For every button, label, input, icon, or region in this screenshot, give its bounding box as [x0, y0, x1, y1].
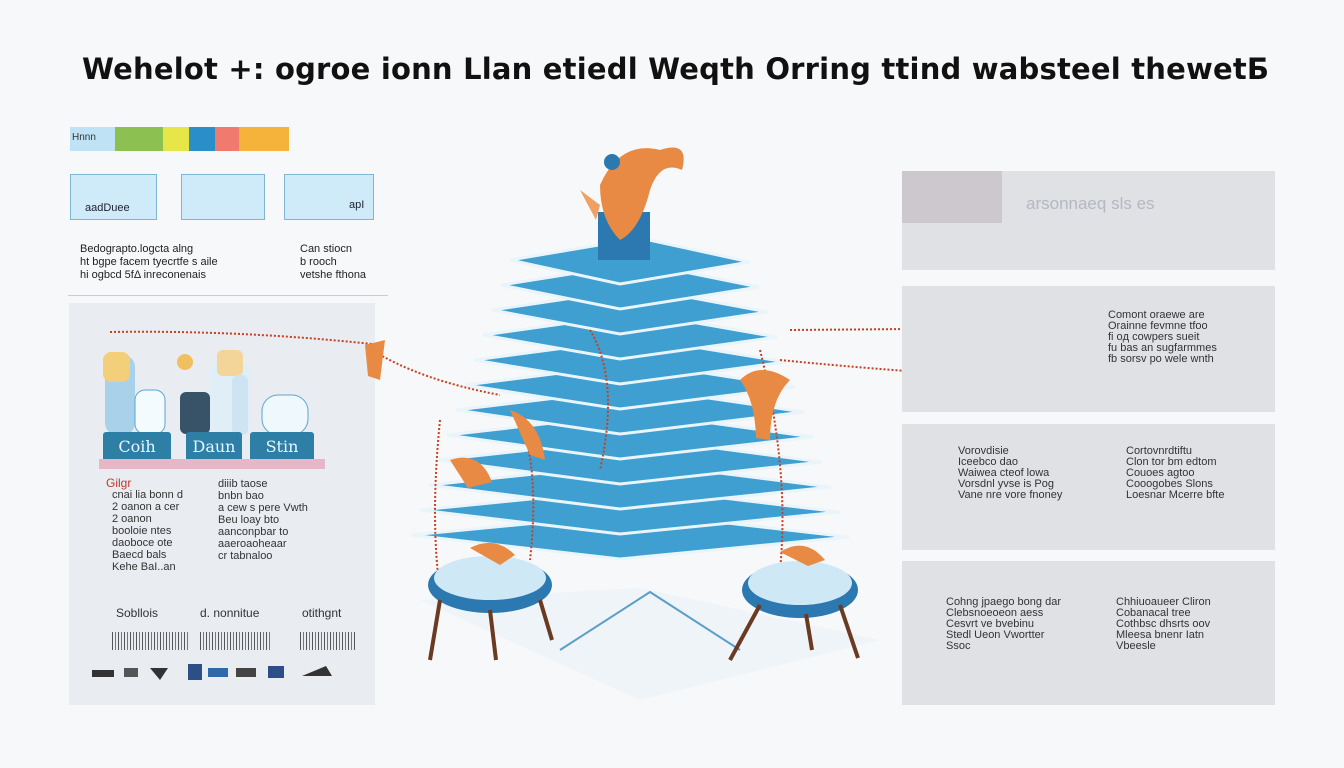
right-panel-3-text-b: Cortovnrdtiftu Clon tor bm edtom Couoes …	[1126, 445, 1225, 501]
top-box-label: apI	[349, 199, 365, 211]
left-block-col1: cnai lia bonn d 2 oanon a cer 2 oanon bo…	[112, 489, 183, 573]
right-panel-4-text-b: Chhiuoaueer Cliron Cobanacal tree Cothbs…	[1116, 596, 1211, 652]
pod-daun: Daun	[186, 432, 242, 462]
right-panel-4-text-a: Cohng jpaego bong dar Clebsnoeoeon aess …	[946, 596, 1061, 652]
right-panel-3-text-a: Vorovdisie Iceebco dao Waiwea cteof lowa…	[958, 445, 1063, 501]
legend-swatch	[189, 127, 215, 151]
stack-layers	[410, 236, 850, 561]
station-right	[728, 545, 860, 661]
right-panel-1	[902, 171, 1275, 270]
left-block-col2: diiib taose bnbn bao a cew s pere Vwth B…	[218, 478, 308, 562]
pod-coih: Coih	[103, 432, 171, 462]
data-strip	[112, 632, 188, 650]
right-panel-4: Cohng jpaego bong dar Clebsnoeoeon aess …	[902, 561, 1275, 705]
legend-swatch	[239, 127, 289, 151]
right-panel-2-text: Comont oraewe are Orainne fevmne tfoo fi…	[1108, 309, 1217, 365]
legend-swatch	[163, 127, 189, 151]
stack-layer	[509, 236, 751, 286]
top-box-label: aadDuee	[85, 202, 130, 214]
top-box-1: aadDuee	[70, 174, 157, 220]
top-figure	[580, 147, 684, 260]
station-left	[428, 542, 554, 661]
climbing-figures	[365, 317, 1052, 488]
divider	[68, 295, 388, 296]
page-title: Wehelot +: ogroe ionn Llan etiedl Weqth …	[82, 52, 1270, 86]
left-block2-col3: otithgnt	[302, 606, 342, 620]
top-box-2	[181, 174, 265, 220]
legend-label: Hnnn	[70, 127, 115, 151]
right-panel-3: Vorovdisie Iceebco dao Waiwea cteof lowa…	[902, 424, 1275, 550]
color-legend: Hnnn	[70, 127, 289, 151]
left-block-heading: Gilgr	[106, 476, 132, 490]
top-box-3: apI	[284, 174, 374, 220]
legend-swatch	[215, 127, 239, 151]
pod-stin: Stin	[250, 432, 314, 462]
data-strip	[200, 632, 270, 650]
panel-thumbnail	[902, 171, 1002, 223]
left-block2-col1: Sobllois	[116, 606, 159, 620]
left-block2-col2: d. nonnitue	[200, 606, 260, 620]
legend-swatch	[115, 127, 163, 151]
right-panel-2: Comont oraewe are Orainne fevmne tfoo fi…	[902, 286, 1275, 412]
data-strip	[300, 632, 356, 650]
note-left: Bedograpto.logcta alng ht bgpe facem tye…	[80, 243, 218, 281]
accent-bar	[99, 459, 325, 469]
note-right: Can stiocn b rooch vetshe fthona	[300, 243, 367, 281]
base-connector	[559, 590, 741, 651]
right-panel-1-heading: arsonnaeq sls es	[1026, 194, 1155, 213]
stack-base	[420, 588, 880, 700]
